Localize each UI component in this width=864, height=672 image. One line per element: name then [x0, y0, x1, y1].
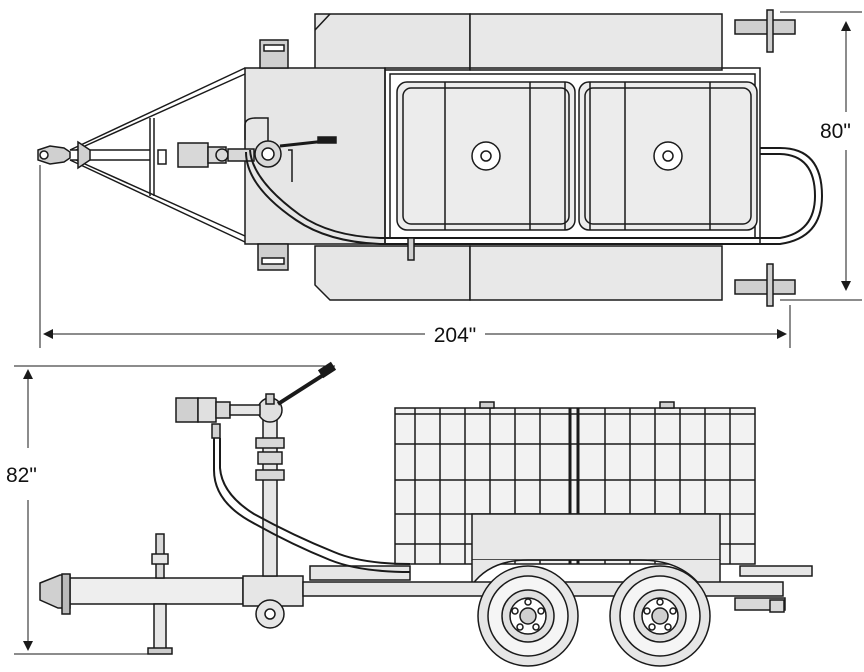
side-view [14, 361, 813, 667]
side-pump-stand [255, 361, 337, 577]
side-dimension-lines [14, 365, 335, 655]
hitch-coupler [37, 140, 91, 170]
width-dimension-label: 80" [820, 120, 851, 143]
top-hose [245, 147, 824, 245]
side-suction-hose [213, 438, 411, 573]
top-view [37, 9, 862, 348]
top-side-fittings [257, 9, 796, 307]
side-spare-wheel [255, 599, 285, 629]
side-discharge-coupling [175, 397, 261, 439]
top-pump-assembly [157, 117, 337, 182]
side-wheel-front [477, 565, 579, 667]
top-tank-right [578, 81, 758, 231]
length-dimension-label: 204" [434, 324, 477, 347]
height-dimension-label: 82" [6, 464, 37, 487]
top-fenders [314, 13, 723, 301]
side-wheel-rear [609, 565, 711, 667]
top-tank-left [396, 81, 576, 231]
tongue-a-frame [69, 67, 246, 243]
side-jack-stand [147, 533, 173, 655]
side-hitch [39, 573, 71, 615]
top-dimension-lines [39, 11, 862, 348]
